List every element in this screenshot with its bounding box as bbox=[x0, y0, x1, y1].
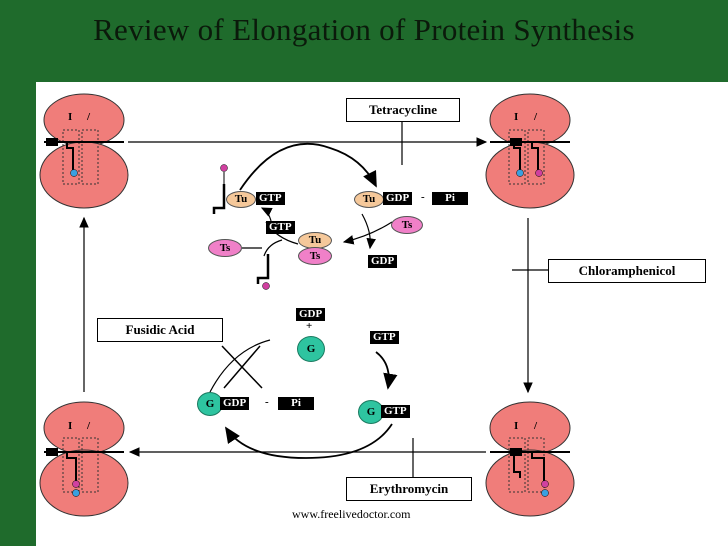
gtp-tag: GTP bbox=[370, 331, 399, 344]
pi-tag: Pi bbox=[432, 192, 468, 205]
site-label-i: I bbox=[514, 111, 519, 123]
pi-tag: Pi bbox=[278, 397, 314, 410]
tu-arrow-trna bbox=[263, 239, 283, 257]
site-label-slash: / bbox=[534, 420, 538, 432]
site-label-i: I bbox=[68, 111, 73, 123]
ribosome-top-right bbox=[485, 93, 575, 209]
footer-url: www.freelivedoctor.com bbox=[292, 507, 411, 521]
ribosome-top-left bbox=[39, 93, 129, 209]
white-panel bbox=[36, 82, 728, 546]
tu-arrow-ts bbox=[342, 221, 393, 245]
erythromycin-label: Erythromycin bbox=[346, 477, 472, 501]
gtp-tag: GTP bbox=[266, 221, 295, 234]
plus-sign: + bbox=[306, 320, 313, 332]
g-oval: G bbox=[297, 336, 325, 362]
site-label-i: I bbox=[514, 420, 519, 432]
ribosome-bottom-left bbox=[39, 401, 129, 517]
site-label-slash: / bbox=[534, 111, 538, 123]
gtp-tag: GTP bbox=[381, 405, 410, 418]
site-label-i: I bbox=[68, 420, 73, 432]
trna-bottom bbox=[256, 254, 270, 284]
ts-oval: Ts bbox=[391, 216, 423, 234]
g-arrow-bottom bbox=[225, 423, 393, 459]
g-arrow-right bbox=[375, 351, 398, 390]
ribosome-bottom-right bbox=[485, 401, 575, 517]
gtp-tag: GTP bbox=[256, 192, 285, 205]
g-oval: G bbox=[358, 400, 384, 424]
ts-oval: Ts bbox=[298, 247, 332, 265]
g-oval: G bbox=[197, 392, 223, 416]
chloramphenicol-label: Chloramphenicol bbox=[548, 259, 706, 283]
gdp-tag: GDP bbox=[220, 397, 250, 410]
page-title: Review of Elongation of Protein Synthesi… bbox=[93, 12, 635, 47]
tu-oval: Tu bbox=[226, 191, 256, 208]
gdp-tag: GDP bbox=[368, 255, 398, 268]
site-label-slash: / bbox=[87, 420, 91, 432]
dash-sign: - bbox=[421, 191, 425, 203]
ts-oval: Ts bbox=[208, 239, 242, 257]
fusidic-cross-b bbox=[223, 345, 261, 389]
trna-top bbox=[212, 184, 226, 214]
g-arrow-left bbox=[209, 339, 271, 393]
tu-arrow-gdp bbox=[361, 213, 376, 250]
tu-oval: Tu bbox=[298, 232, 332, 249]
site-label-slash: / bbox=[87, 111, 91, 123]
gdp-tag: GDP bbox=[296, 308, 326, 321]
fusidic-acid-label: Fusidic Acid bbox=[97, 318, 223, 342]
gdp-tag: GDP bbox=[383, 192, 413, 205]
tetracycline-label: Tetracycline bbox=[346, 98, 460, 122]
dash-sign: - bbox=[265, 396, 269, 408]
tu-oval: Tu bbox=[354, 191, 384, 208]
tu-arrow-top bbox=[239, 143, 377, 191]
